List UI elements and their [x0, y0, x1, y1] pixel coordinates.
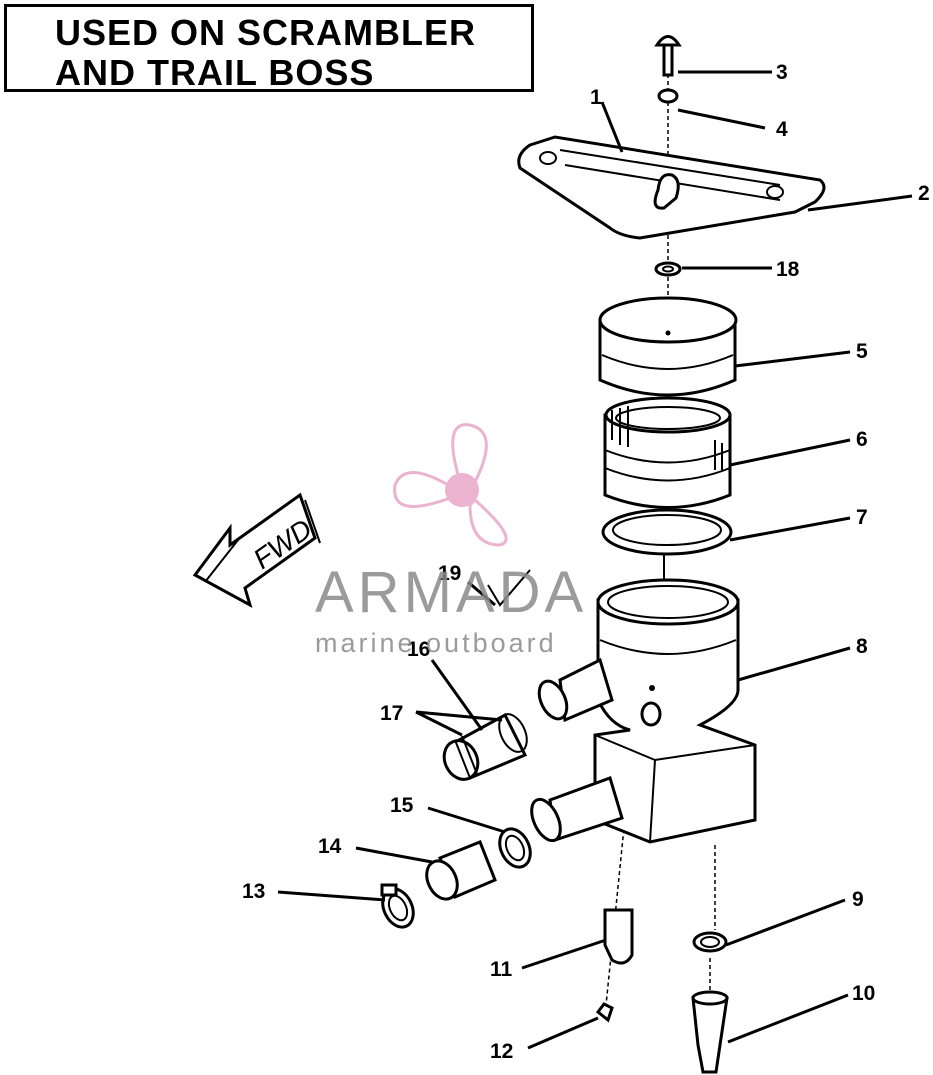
leader-4	[677, 108, 766, 130]
callout-4: 4	[776, 118, 788, 141]
leader-7	[729, 516, 851, 542]
callout-17: 17	[380, 702, 403, 725]
part-washer-18	[654, 261, 682, 277]
callout-10: 10	[852, 982, 875, 1005]
part-bracket-plate	[517, 135, 826, 240]
leader-lines	[277, 70, 913, 1050]
callout-14: 14	[318, 835, 342, 858]
applicability-note-box: USED ON SCRAMBLER AND TRAIL BOSS	[4, 4, 534, 92]
leader-19	[467, 580, 496, 607]
callout-6: 6	[856, 428, 868, 451]
callout-7: 7	[856, 506, 868, 529]
part-gasket	[601, 508, 733, 556]
callout-13: 13	[242, 880, 265, 903]
applicability-note-line-2: AND TRAIL BOSS	[55, 52, 375, 93]
part-screen-filter	[603, 396, 732, 509]
callout-19: 19	[438, 562, 461, 585]
callout-1: 1	[590, 86, 602, 109]
callout-5: 5	[856, 340, 868, 363]
leader-9	[725, 898, 846, 947]
leader-17b	[415, 710, 503, 722]
callout-16: 16	[407, 638, 430, 661]
part-upper-hose	[442, 712, 528, 781]
callout-9: 9	[852, 888, 864, 911]
part-clip	[603, 908, 634, 965]
part-housing	[530, 578, 757, 844]
callout-12: 12	[490, 1040, 513, 1063]
washer-18-hole	[662, 265, 674, 273]
callout-2: 2	[918, 182, 930, 205]
callout-18: 18	[776, 258, 800, 281]
part-nozzle	[691, 990, 729, 1074]
part-cap	[598, 296, 738, 397]
watermark-tagline: marine outboard	[315, 628, 557, 658]
leader-10	[727, 993, 849, 1044]
watermark: ARMADA marine outboard	[315, 423, 587, 658]
leader-2	[807, 194, 913, 212]
callout-3: 3	[776, 61, 788, 84]
leader-13	[277, 890, 386, 902]
leader-5	[734, 350, 851, 368]
part-drain-clamp	[692, 931, 728, 953]
leader-14	[355, 846, 433, 864]
leader-1	[600, 101, 624, 153]
leader-8	[737, 646, 851, 682]
part-clamp-13	[380, 883, 415, 929]
leader-17a	[415, 710, 463, 737]
callout-8: 8	[856, 635, 868, 658]
leader-15	[427, 806, 506, 834]
applicability-note-line-1: USED ON SCRAMBLER	[55, 12, 477, 53]
part-screw	[595, 1002, 614, 1023]
callout-numbers: 1 2 3 4 5 6 7 8 9 10 11 12 13 14 15 16 1…	[242, 61, 930, 1063]
watermark-brand: ARMADA	[315, 560, 587, 625]
callout-15: 15	[390, 794, 414, 817]
leader-6	[729, 438, 851, 467]
forward-arrow: FWD	[192, 492, 321, 609]
leader-11	[521, 938, 607, 970]
leader-12	[527, 1016, 599, 1050]
part-washer-top	[657, 88, 679, 104]
callout-11: 11	[490, 958, 513, 981]
leader-16	[430, 659, 484, 731]
part-19-mark	[487, 569, 531, 607]
part-bolt	[654, 35, 682, 77]
propeller-logo-icon	[393, 423, 508, 547]
part-lower-hose	[425, 827, 532, 901]
